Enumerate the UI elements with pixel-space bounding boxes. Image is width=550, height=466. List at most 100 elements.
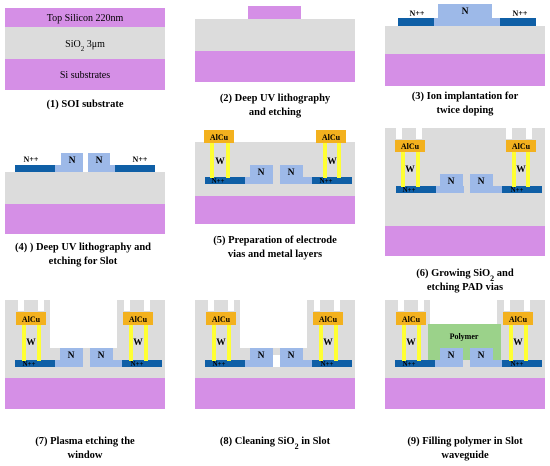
n-plus-left — [205, 360, 245, 367]
caption-4-line-1: (4) ) Deep UV lithography and — [15, 242, 151, 253]
via-left-b — [226, 143, 230, 178]
top-silicon-label: Top Silicon 220nm — [47, 13, 124, 24]
n-plus-left — [395, 360, 435, 367]
n-right-label: N — [288, 351, 295, 361]
n-rib-left — [60, 348, 83, 360]
pad-opening-right-b — [526, 128, 532, 139]
n-plus-right-label: N++ — [510, 186, 523, 194]
caption-7-line-1: (7) Plasma etching the — [35, 436, 135, 447]
alcu-pad-right — [503, 312, 533, 325]
alcu-pad-left — [395, 140, 425, 152]
si-substrate-label: Si substrates — [60, 70, 110, 81]
n-left-label: N — [258, 168, 265, 178]
n-slab-right — [470, 360, 502, 367]
n-rib-left — [440, 348, 463, 360]
w-right-label: W — [133, 338, 143, 348]
n-rib-right — [470, 348, 493, 360]
via-left-a — [402, 325, 406, 361]
alcu-right-label: AlCu — [512, 142, 531, 151]
n-plus-left-label: N++ — [212, 360, 225, 368]
n-slab-left — [245, 360, 273, 367]
slot-gap — [273, 355, 280, 367]
panel-8: N N N++ N++ AlCu W AlCu W (8) Cleaning S… — [195, 300, 355, 451]
n-plus-right-label: N++ — [133, 155, 148, 164]
caption-4-line-2: etching for Slot — [49, 256, 118, 267]
n-plus-right — [312, 360, 352, 367]
n-left-label: N — [258, 351, 265, 361]
oxide-layer — [5, 27, 165, 59]
caption-9-line-2: waveguide — [441, 450, 489, 461]
n-rib-left — [440, 174, 463, 186]
alcu-right-label: AlCu — [509, 315, 528, 324]
n-plus-left-label: N++ — [402, 360, 415, 368]
alcu-right-label: AlCu — [319, 315, 338, 324]
via-right-b — [337, 143, 341, 178]
n-slab-left — [55, 360, 83, 367]
alcu-right-label: AlCu — [129, 315, 148, 324]
pad-opening-right-a — [506, 128, 512, 139]
alcu-right-label: AlCu — [322, 133, 341, 142]
alcu-pad-right — [313, 312, 343, 325]
top-silicon-layer — [5, 8, 165, 27]
panel-4: N N N++ N++ (4) ) Deep UV lithography an… — [5, 153, 165, 267]
caption-9-line-1: (9) Filling polymer in Slot — [407, 436, 523, 447]
via-left-b — [416, 152, 420, 187]
via-right-a — [319, 325, 323, 361]
alcu-left-label: AlCu — [22, 315, 41, 324]
panel-3: N N++ N++ (3) Ion implantation for twice… — [385, 4, 545, 116]
waveguide-rib — [248, 6, 301, 19]
n-plus-left — [398, 18, 434, 26]
n-plus-right — [115, 165, 155, 172]
n-plus-right — [312, 177, 352, 184]
oxide-layer — [5, 172, 165, 204]
n-rib — [438, 4, 492, 18]
alcu-pad-left — [206, 312, 236, 325]
via-left-a — [212, 325, 216, 361]
via-left-b — [227, 325, 231, 361]
n-right-label: N — [478, 177, 485, 187]
n-slab — [434, 18, 500, 26]
n-plus-left-label: N++ — [24, 155, 39, 164]
n-slab-right — [90, 360, 122, 367]
via-left-b — [37, 325, 41, 361]
n-plus-right-label: N++ — [319, 177, 332, 185]
n-label: N — [462, 7, 469, 17]
caption-3-line-2: twice doping — [437, 105, 495, 116]
n-left-label: N — [68, 351, 75, 361]
n-rib-left — [250, 348, 273, 360]
n-plus-right — [122, 360, 162, 367]
caption-6-line-1: (6) Growing SiO2 and — [416, 268, 514, 283]
polymer-label: Polymer — [450, 332, 479, 341]
n-slab-right — [88, 165, 115, 172]
n-slab-left — [435, 360, 463, 367]
caption-3-line-1: (3) Ion implantation for — [412, 91, 519, 102]
panel-7: N N N++ N++ AlCu W AlCu W (7) Plasma etc… — [5, 300, 165, 461]
w-left-label: W — [405, 165, 415, 175]
via-right-b — [144, 325, 148, 361]
substrate-layer — [195, 196, 355, 224]
n-left-label: N — [448, 177, 455, 187]
alcu-left-label: AlCu — [212, 315, 231, 324]
n-slab-right — [280, 177, 312, 184]
panel-6: N N N++ N++ AlCu W AlCu W (6) Growing Si… — [385, 128, 545, 293]
substrate-layer — [5, 59, 165, 90]
n-plus-left — [15, 360, 55, 367]
substrate-layer — [5, 204, 165, 234]
n-plus-left — [396, 186, 436, 193]
via-right-b — [526, 152, 530, 187]
n-plus-right-label: N++ — [513, 9, 528, 18]
substrate-layer — [385, 226, 545, 256]
n-plus-left-label: N++ — [211, 177, 224, 185]
n-slab-left — [245, 177, 273, 184]
n-plus-right-label: N++ — [320, 360, 333, 368]
via-right-a — [129, 325, 133, 361]
n-rib-left — [250, 165, 273, 177]
caption-2-line-2: and etching — [249, 107, 302, 118]
w-left-label: W — [26, 338, 36, 348]
n-rib-right — [88, 153, 110, 165]
caption-1: (1) SOI substrate — [46, 99, 123, 110]
substrate-layer — [195, 51, 355, 82]
n-plus-left-label: N++ — [22, 360, 35, 368]
via-left-a — [210, 143, 214, 178]
